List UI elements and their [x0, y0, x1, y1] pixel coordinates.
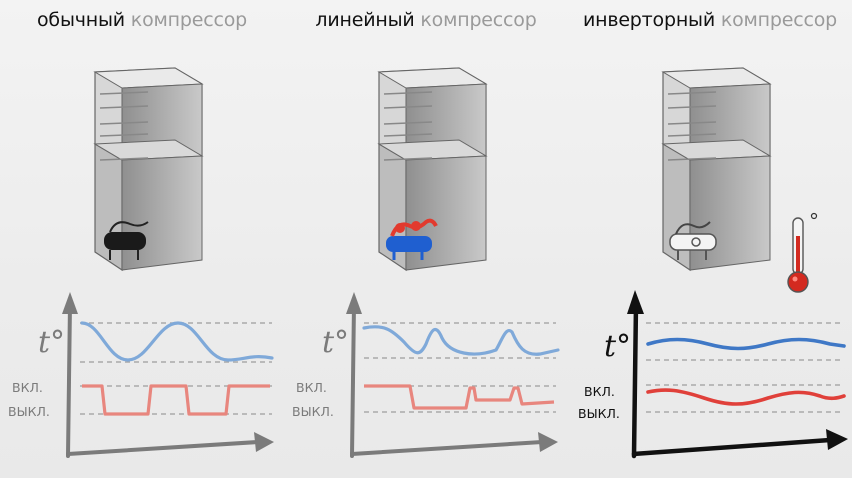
x-axis [631, 437, 833, 457]
compressor-icon [104, 232, 146, 250]
title-main: инверторный [582, 9, 715, 31]
compressor-icon [669, 221, 717, 260]
temperature-curve [646, 337, 846, 351]
title-main: обычный [37, 9, 125, 31]
x-axis-arrow [254, 432, 274, 452]
y-axis-label: t° [322, 325, 349, 360]
compressor-icon [386, 218, 438, 260]
y-axis-label: t° [38, 325, 65, 360]
y-axis [350, 302, 356, 458]
fridge-illustration [377, 67, 488, 272]
on-label: ВКЛ. [584, 384, 615, 399]
title-rest: компрессор [130, 9, 247, 31]
panel-regular-compressor: обычный компрессор [0, 0, 284, 478]
x-axis-arrow [538, 432, 558, 452]
title-rest: компрессор [420, 9, 537, 31]
fridge-illustration [93, 67, 204, 272]
x-axis-arrow [826, 429, 848, 450]
on-label: ВКЛ. [296, 380, 327, 395]
title-rest: компрессор [720, 9, 838, 31]
compressor-state-line [82, 384, 270, 416]
y-axis [66, 302, 72, 458]
y-axis-arrow [346, 292, 362, 314]
x-axis [66, 440, 260, 456]
y-axis-arrow [627, 290, 644, 314]
compressor-state-line [364, 384, 555, 410]
on-label: ВКЛ. [12, 380, 43, 395]
title-main: линейный [315, 9, 415, 31]
panel-inverter-compressor: инверторный компрессор [568, 0, 852, 478]
panel-title: обычный компрессор [0, 9, 284, 31]
off-label: ВЫКЛ. [292, 404, 334, 419]
regular-compressor-chart: t° ВКЛ. ВЫКЛ. [8, 292, 274, 458]
panel-linear-compressor: линейный компрессор [284, 0, 568, 478]
y-axis-label: t° [604, 329, 631, 364]
x-axis [350, 440, 544, 456]
off-label: ВЫКЛ. [578, 406, 620, 421]
linear-compressor-chart: t° ВКЛ. ВЫКЛ. [292, 292, 560, 458]
panel-title: линейный компрессор [284, 9, 568, 31]
temperature-curve [362, 325, 560, 356]
fridge-illustration [661, 67, 772, 272]
off-label: ВЫКЛ. [8, 404, 50, 419]
panel-title: инверторный компрессор [568, 9, 852, 31]
y-axis [631, 301, 639, 459]
compressor-state-line [646, 388, 846, 406]
y-axis-arrow [62, 292, 78, 314]
thermometer-icon [787, 212, 818, 293]
temperature-curve [80, 321, 274, 362]
inverter-compressor-chart: t° ВКЛ. ВЫКЛ. [578, 290, 848, 459]
